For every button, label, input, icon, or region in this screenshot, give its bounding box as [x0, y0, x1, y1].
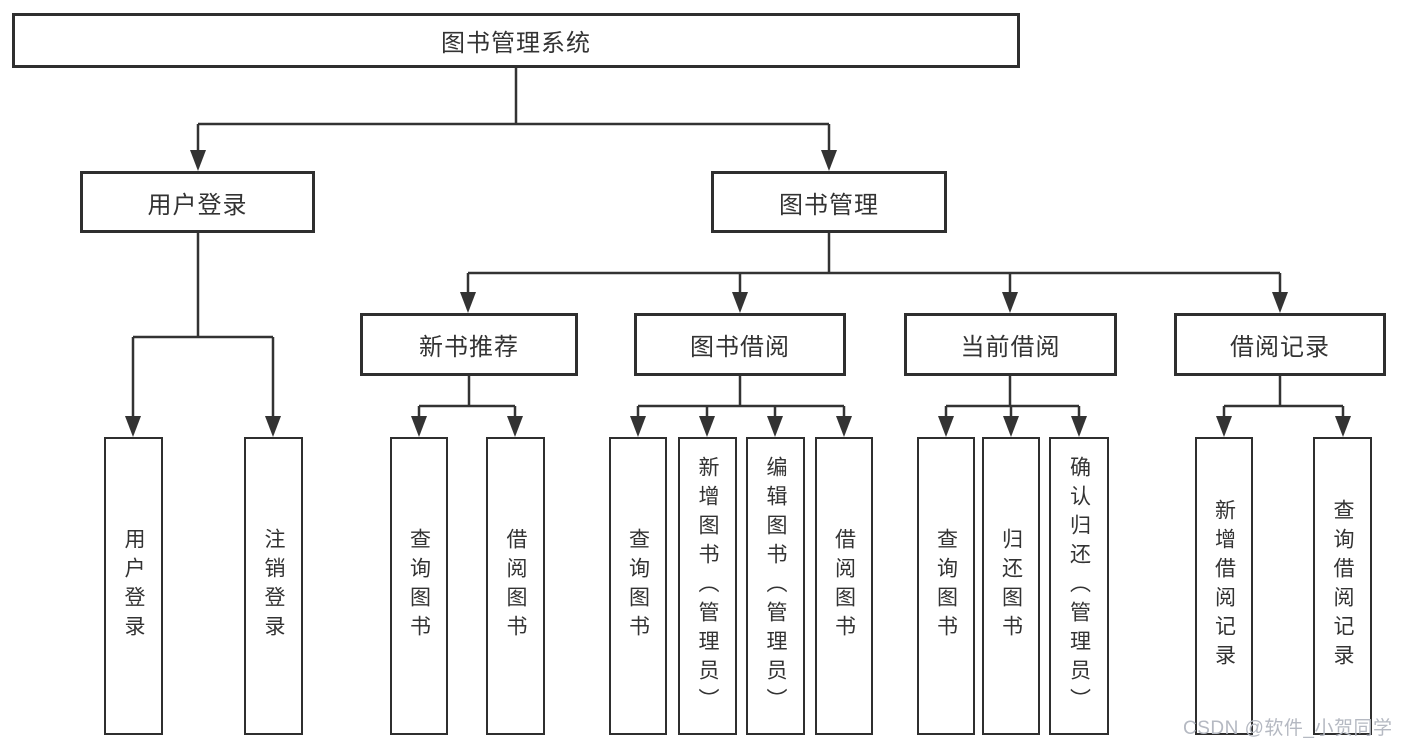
leaf-add-books-admin: 新增图书（管理员）: [678, 437, 737, 735]
leaf-add-borrow-record: 新增借阅记录: [1195, 437, 1253, 735]
leaf-label: 新增图书（管理员）: [696, 455, 719, 717]
csdn-watermark: CSDN @软件_小贺同学: [1183, 718, 1393, 739]
node-new-book-recommend: 新书推荐: [360, 313, 578, 376]
node-book-management: 图书管理: [711, 171, 947, 233]
leaf-label: 新增借阅记录: [1212, 499, 1236, 673]
leaf-borrow-query-books: 查询图书: [609, 437, 667, 735]
leaf-logout: 注销登录: [244, 437, 303, 735]
leaf-label: 借阅图书: [832, 528, 856, 644]
leaf-user-login: 用户登录: [104, 437, 163, 735]
leaf-label: 查询图书: [626, 528, 650, 644]
node-library-management-system: 图书管理系统: [12, 13, 1020, 68]
leaf-query-borrow-record: 查询借阅记录: [1313, 437, 1372, 735]
leaf-recommend-query-books: 查询图书: [390, 437, 448, 735]
node-current-borrow: 当前借阅: [904, 313, 1117, 376]
leaf-label: 归还图书: [999, 528, 1023, 644]
leaf-label: 注销登录: [262, 528, 285, 644]
leaf-recommend-borrow-books: 借阅图书: [486, 437, 545, 735]
node-user-login: 用户登录: [80, 171, 315, 233]
connector-lines: [131, 68, 1345, 424]
node-borrow-records: 借阅记录: [1174, 313, 1386, 376]
leaf-edit-books-admin: 编辑图书（管理员）: [746, 437, 805, 735]
leaf-borrow-borrow-books: 借阅图书: [815, 437, 873, 735]
leaf-label: 借阅图书: [504, 528, 527, 644]
leaf-label: 编辑图书（管理员）: [764, 455, 787, 717]
leaf-label: 查询图书: [934, 528, 958, 644]
leaf-confirm-return-admin: 确认归还（管理员）: [1049, 437, 1109, 735]
leaf-label: 查询借阅记录: [1331, 499, 1354, 673]
leaf-return-books: 归还图书: [982, 437, 1040, 735]
leaf-current-query-books: 查询图书: [917, 437, 975, 735]
leaf-label: 确认归还（管理员）: [1067, 455, 1091, 717]
leaf-label: 用户登录: [122, 528, 145, 644]
node-book-borrow: 图书借阅: [634, 313, 846, 376]
leaf-label: 查询图书: [407, 528, 431, 644]
arrowheads: [125, 150, 1351, 437]
